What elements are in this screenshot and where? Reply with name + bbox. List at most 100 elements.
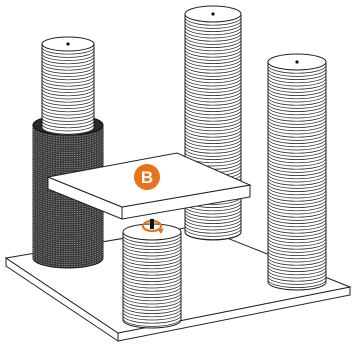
disc-line [184,90,242,100]
dense-line [32,252,104,263]
disc-line [267,119,327,128]
disc-line [122,257,182,266]
disc-line [122,241,182,250]
platform-b-badge: B [134,164,160,190]
disc-line [184,215,242,224]
disc-line [184,93,242,103]
disc-line [184,151,242,160]
disc-line [267,71,327,80]
disc-line [267,228,327,237]
disc-line [267,250,327,260]
disc-line [184,122,242,132]
disc-line [267,212,327,221]
disc-line [267,167,327,176]
disc-line [41,59,95,68]
disc-line [184,29,242,39]
dense-line [32,232,104,243]
disc-line [122,244,182,254]
disc-line [184,87,242,96]
disc-line [267,180,327,189]
disc-line [122,247,182,257]
disc-line [267,196,327,205]
dense-line [32,239,104,250]
disc-line [267,93,327,103]
disc-line [184,49,242,58]
disc-line [122,251,182,260]
disc-line [122,305,182,314]
disc-line [267,116,327,125]
dense-line [32,137,104,149]
disc-line [122,283,182,292]
dense-line [32,157,104,169]
dense-line [32,217,104,228]
disc-line [184,45,242,55]
disc-line [267,90,327,100]
disc-line [267,247,327,256]
dense-line [32,146,104,158]
disc-line [267,263,327,272]
disc-line [122,289,182,298]
spindle-dot [66,42,70,46]
disc-line [267,122,327,132]
disc-line [184,74,242,84]
disc-line [184,138,242,148]
dense-line [32,208,104,219]
disc-line [41,85,95,93]
disc-line [184,55,242,64]
disc-line [267,145,327,154]
disc-line [267,225,327,234]
disc-line [184,61,242,71]
disc-line [267,81,327,90]
disc-line [41,66,95,74]
disc-line [184,205,242,215]
rotate-arrow-icon [141,219,164,234]
disc-line [267,183,327,192]
disc-line [41,114,95,122]
disc-line [267,135,327,144]
disc-line [267,74,327,84]
disc-line [122,286,182,295]
disc-stack-front [122,223,182,329]
dense-line [32,234,104,246]
disc-line [184,42,242,52]
disc-line [267,177,327,186]
disc-line [122,315,182,324]
disc-line [184,58,242,68]
disc-line [267,125,327,135]
disc-line [41,120,95,129]
dense-line [32,254,104,265]
disc-line [184,26,242,36]
dense-line [32,148,104,160]
dense-line [32,144,104,155]
disc-line [184,65,242,74]
disc-line [267,237,327,247]
dense-line [32,140,104,151]
disc-line [184,100,242,109]
disc-line [267,218,327,228]
disc-line [184,113,242,122]
disc-line [41,91,95,100]
disc-line [184,77,242,87]
disc-line [267,151,327,160]
disc-line [184,231,242,240]
spindle-dot [211,12,215,16]
disc-line [267,202,327,212]
dense-line [32,250,104,261]
dense-line [32,126,104,138]
disc-line [41,98,95,106]
dense-line [32,225,104,237]
disc-line [122,276,182,286]
disc-line [267,154,327,164]
disc-line [267,241,327,250]
disc-line [267,234,327,244]
dense-line [32,142,104,153]
disc-line [184,97,242,106]
disc-line [267,148,327,157]
stack-body [122,231,182,329]
disc-line [184,84,242,93]
disc-line [267,209,327,218]
disc-line [267,103,327,112]
disc-line [267,68,327,77]
dense-line [32,212,104,224]
disc-line [267,141,327,151]
